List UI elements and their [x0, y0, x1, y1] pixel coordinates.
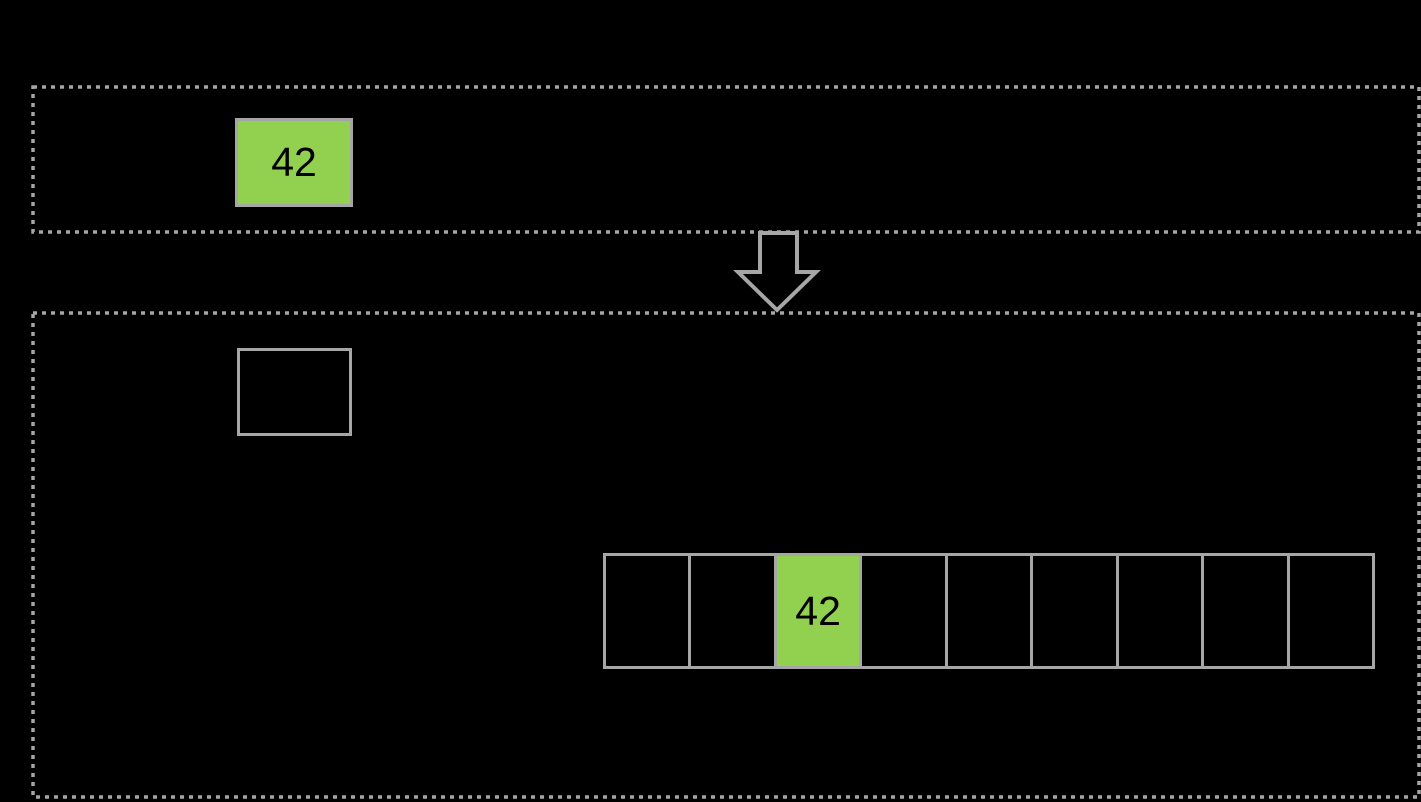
array-cell [1033, 556, 1119, 666]
array: 42 [603, 553, 1375, 669]
source-value-box: 42 [235, 118, 353, 207]
array-cell [691, 556, 777, 666]
top-dashed-container-outline [31, 85, 1421, 234]
array-cell [948, 556, 1034, 666]
down-arrow-icon [733, 231, 821, 313]
array-cell-highlighted: 42 [776, 556, 863, 666]
array-cell [1204, 556, 1290, 666]
bottom-dashed-container-outline [31, 311, 1421, 799]
array-cell [1119, 556, 1205, 666]
array-cell [862, 556, 948, 666]
array-cell [1290, 556, 1372, 666]
source-value-label: 42 [271, 139, 317, 185]
array-cell [606, 556, 692, 666]
empty-slot-box [237, 348, 352, 436]
